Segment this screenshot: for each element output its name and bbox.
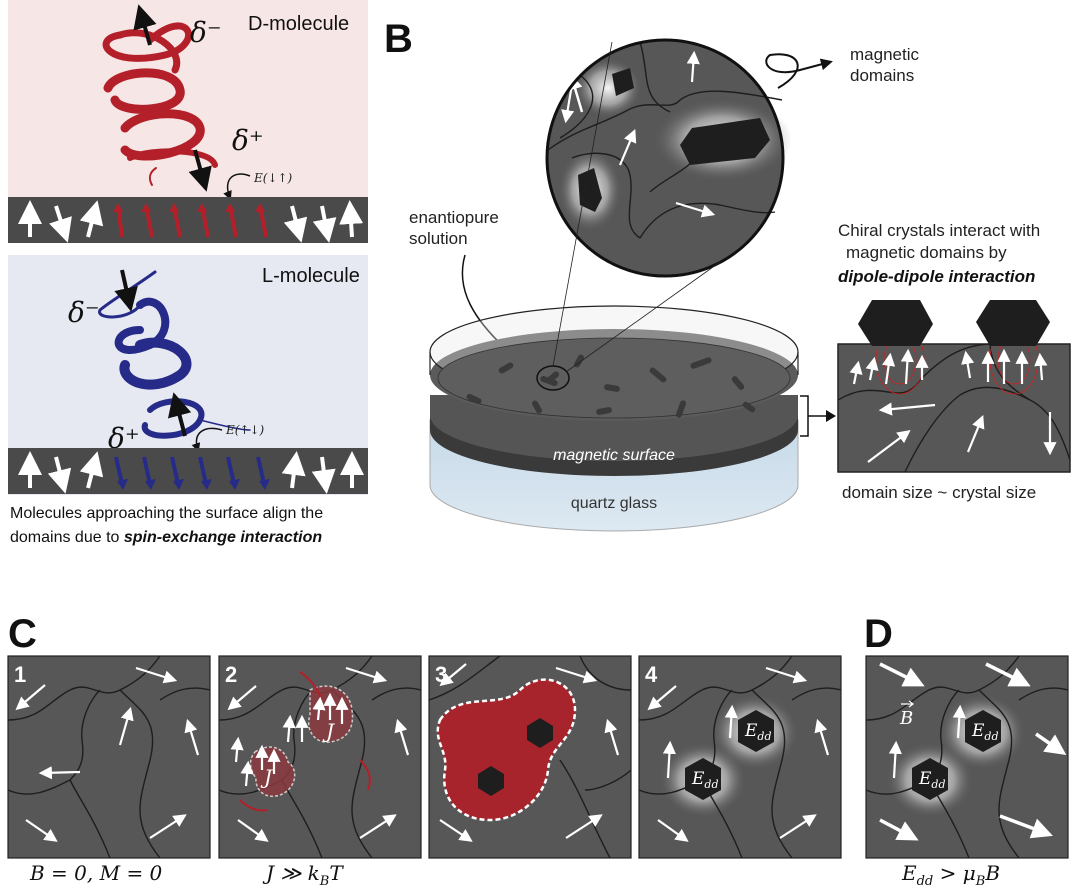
quartz-glass-label: quartz glass bbox=[571, 495, 657, 512]
caption-c-2: J ≫ kBT bbox=[262, 861, 344, 889]
step-number-4: 4 bbox=[645, 662, 658, 687]
dipole-arrow-d-top bbox=[133, 4, 157, 46]
spin-arrows-l bbox=[18, 451, 364, 494]
edd-label-4b: Edd bbox=[691, 769, 719, 791]
j-label-2: J bbox=[260, 765, 273, 789]
zoom-line-right bbox=[565, 261, 721, 373]
chiral-line-2: magnetic domains by bbox=[846, 243, 1007, 262]
magnetic-domains-label-2: domains bbox=[850, 66, 914, 85]
delta-minus-d: δ⁻ bbox=[190, 16, 222, 49]
energy-label-d: E(↓↑) bbox=[253, 171, 293, 185]
bracket-arrowhead bbox=[826, 410, 836, 422]
d-helix bbox=[102, 22, 218, 186]
enantiopure-label-2: solution bbox=[409, 229, 468, 248]
delta-minus-l: δ⁻ bbox=[68, 296, 100, 329]
magnified-domains-circle bbox=[545, 38, 792, 278]
dipole-arrow-l-top bbox=[114, 269, 138, 312]
panel-c-step-2: J J 2 bbox=[218, 655, 422, 859]
magnetic-domains-label-1: magnetic bbox=[850, 45, 919, 64]
chiral-line-1: Chiral crystals interact with bbox=[838, 221, 1040, 240]
panel-d-domains: B Edd Edd bbox=[865, 655, 1069, 859]
dipole-arrow-l-bottom bbox=[167, 392, 192, 437]
edd-label-da: Edd bbox=[971, 721, 999, 743]
step-number-2: 2 bbox=[225, 662, 237, 687]
energy-curve-arrow-d bbox=[223, 173, 251, 201]
b-field-label: B bbox=[899, 708, 913, 729]
dipole-arrow-d-bottom bbox=[188, 149, 212, 192]
panel-c-step-3: 3 bbox=[428, 655, 632, 859]
d-molecule-title: D-molecule bbox=[248, 13, 349, 35]
panel-label-c: C bbox=[8, 612, 37, 656]
crystal-domain-inset bbox=[837, 300, 1071, 473]
enantiopure-label-1: enantiopure bbox=[409, 208, 499, 227]
magnetic-surface-label: magnetic surface bbox=[553, 447, 675, 464]
petri-dish bbox=[429, 305, 799, 532]
delta-plus-d: δ⁺ bbox=[232, 124, 264, 157]
spin-arrows-d bbox=[18, 200, 364, 243]
panel-c-step-4: Edd Edd 4 bbox=[638, 655, 842, 859]
edd-label-4a: Edd bbox=[744, 721, 772, 743]
caption-d: Edd > μBB bbox=[901, 861, 1000, 889]
zoom-line-left bbox=[552, 41, 613, 367]
magnetic-domains-pointer bbox=[765, 53, 833, 89]
b-field-vector-accent bbox=[901, 700, 914, 708]
caption-a-line2: domains due to spin-exchange interaction bbox=[10, 529, 322, 546]
panel-label-d: D bbox=[864, 612, 893, 656]
step-number-1: 1 bbox=[14, 662, 26, 687]
step-number-3: 3 bbox=[435, 662, 447, 687]
enantiopure-pointer bbox=[461, 254, 507, 350]
edd-label-db: Edd bbox=[918, 769, 946, 791]
l-molecule-title: L-molecule bbox=[262, 265, 360, 287]
caption-c-1: B = 0, M = 0 bbox=[29, 861, 163, 885]
panel-c-step-1: 1 bbox=[7, 655, 211, 859]
energy-label-l: E(↑↓) bbox=[225, 423, 265, 437]
j-label-1: J bbox=[322, 719, 335, 743]
chiral-line-3: dipole-dipole interaction bbox=[838, 267, 1035, 286]
domain-size-label: domain size ~ crystal size bbox=[842, 483, 1036, 502]
panel-label-b: B bbox=[384, 17, 413, 61]
caption-a-line1: Molecules approaching the surface align … bbox=[10, 505, 323, 522]
energy-curve-arrow-l bbox=[191, 427, 223, 453]
